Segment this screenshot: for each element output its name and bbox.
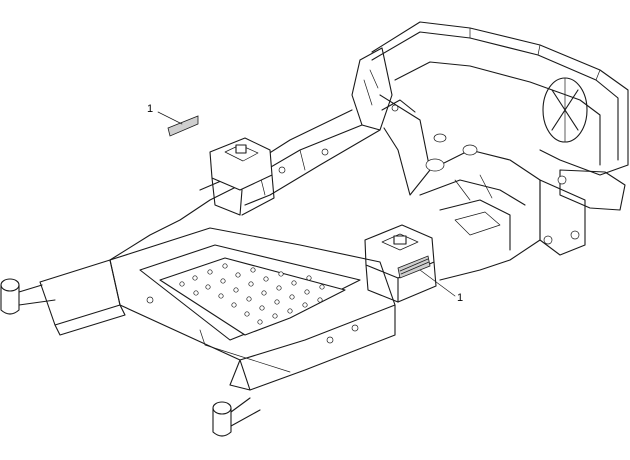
- left-seat-bracket: [209, 137, 275, 216]
- callout-label-left: 1: [147, 103, 154, 115]
- floor-holes: [179, 263, 325, 325]
- center-tower: [351, 47, 431, 196]
- rear-frame: [371, 21, 629, 256]
- leader-line-right: [419, 269, 456, 297]
- callout-label-right: 1: [457, 292, 464, 304]
- right-rail: [419, 133, 541, 281]
- decal-left: [167, 115, 199, 137]
- decal-right: [397, 255, 431, 279]
- caster-mount-front-left: [0, 278, 56, 315]
- caster-mount-front-right: [212, 397, 261, 437]
- leader-line-left: [157, 111, 183, 125]
- left-rail: [109, 109, 381, 261]
- platform: [39, 227, 396, 391]
